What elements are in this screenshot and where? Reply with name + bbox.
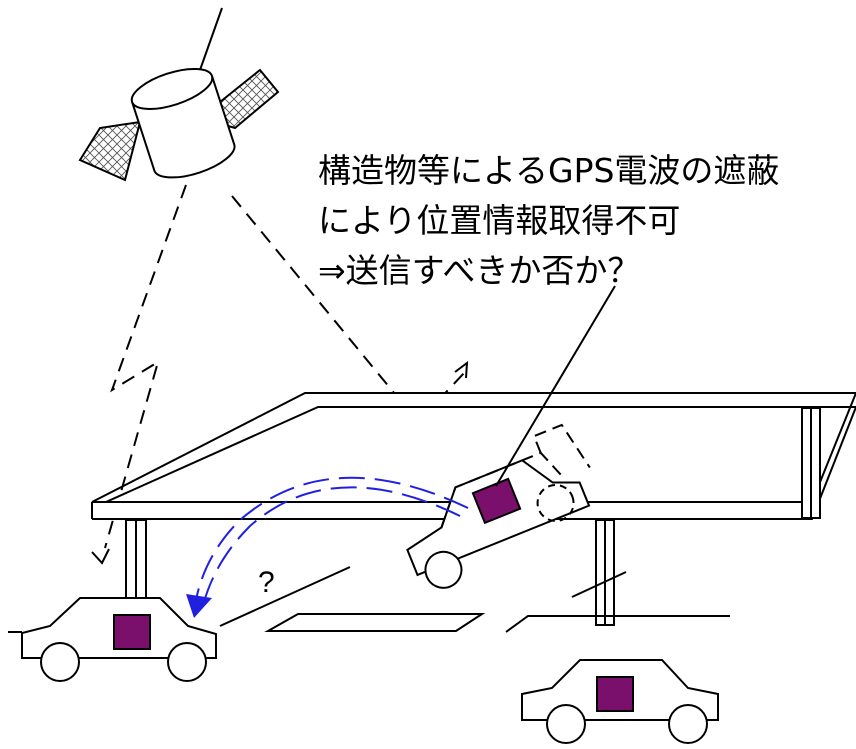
car-bottom-left: [8, 597, 217, 682]
caption-line-2: により位置情報取得不可: [318, 201, 681, 240]
car-bottom-right: [521, 659, 719, 744]
satellite-icon: [78, 7, 280, 182]
satellite-antenna: [199, 7, 223, 71]
caption-line-1: 構造物等によるGPS電波の遮蔽: [318, 151, 780, 190]
road-markings: [219, 566, 730, 633]
gps-receiver-left: [113, 614, 151, 650]
car-under-deck: [406, 423, 591, 589]
estimated-path-arrow: [195, 476, 469, 603]
satellite-body: [130, 67, 236, 179]
caption-leader-line: [495, 285, 616, 487]
signal-path-blocked: [231, 195, 466, 424]
signal-arrowhead-down: [91, 548, 110, 565]
caption-line-3: ⇒送信すべきか否か？: [318, 251, 641, 290]
path-arrowhead: [186, 594, 212, 618]
gps-receiver-under-deck: [471, 477, 522, 525]
signal-path-left: [104, 184, 187, 549]
elevated-structure: [91, 392, 856, 626]
gps-receiver-right: [596, 676, 634, 712]
solar-panel-left: [78, 120, 142, 182]
signal-arrowhead-up: [454, 360, 469, 379]
caption-text: 構造物等によるGPS電波の遮蔽 により位置情報取得不可 ⇒送信すべきか否か？: [318, 146, 848, 296]
question-mark: ?: [258, 566, 275, 599]
